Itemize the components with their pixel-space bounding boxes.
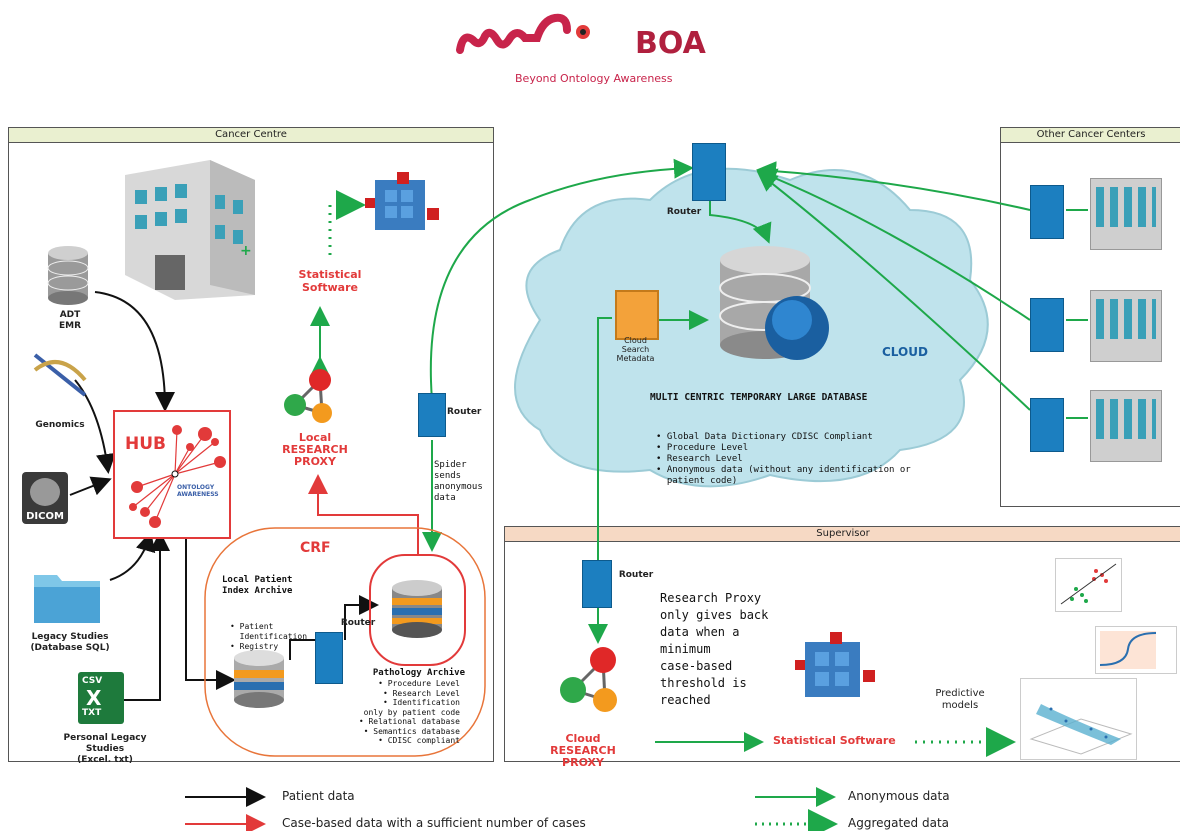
- other-hospital-icon-2: [1090, 290, 1162, 362]
- crf-router-icon: [315, 632, 343, 684]
- legacy-studies-label: Legacy Studies(Database SQL): [30, 632, 110, 653]
- dicom-icon: DICOM: [22, 472, 68, 524]
- folder-icon: [34, 575, 100, 623]
- pathology-database-icon: [392, 580, 442, 638]
- router-label: Router: [447, 407, 482, 417]
- crf-boundary: [204, 527, 486, 757]
- research-proxy-icon: [284, 369, 332, 423]
- pathology-items: • Procedure Level• Research Level• Ident…: [358, 679, 460, 745]
- cloud-router-icon: [692, 143, 726, 201]
- router-icon: [418, 393, 446, 437]
- supervisor-data-cube-icon: [795, 632, 875, 697]
- supervisor-stat-software: Statistical Software: [773, 734, 896, 747]
- brand-tagline: Beyond Ontology Awareness: [515, 72, 673, 85]
- hospital-building-icon: +: [125, 160, 255, 300]
- regression-3d-thumbnail: [1020, 678, 1137, 760]
- brand-title: BOA: [635, 26, 706, 61]
- supervisor-router-icon: [582, 560, 612, 608]
- cloud-label: CLOUD: [882, 345, 928, 359]
- other-hospital-icon-3: [1090, 390, 1162, 462]
- crf-router-label: Router: [340, 618, 376, 628]
- metadata-icon: [615, 290, 659, 340]
- legend-anonymous-data: Anonymous data: [848, 789, 950, 803]
- boa-logo: BOA Beyond Ontology Awareness: [455, 8, 706, 88]
- other-router-icon-2: [1030, 298, 1064, 352]
- other-router-icon-1: [1030, 185, 1064, 239]
- database-icon: [47, 246, 89, 305]
- hub-label: HUB: [125, 434, 166, 454]
- cloud-router-label: Router: [666, 207, 702, 217]
- genomics-label: Genomics: [35, 420, 85, 430]
- hub-network-icon: [129, 425, 226, 528]
- dna-helix-icon: [33, 353, 87, 397]
- other-router-icon-3: [1030, 398, 1064, 452]
- scatter-model-thumbnail: [1055, 558, 1122, 612]
- db-items: • Global Data Dictionary CDISC Compliant…: [656, 432, 911, 486]
- other-centers-title: Other Cancer Centers: [1001, 128, 1180, 143]
- dicom-label: DICOM: [26, 511, 64, 522]
- pathology-title: Pathology Archive: [372, 668, 465, 678]
- cancer-centre-title: Cancer Centre: [9, 128, 493, 143]
- svg-text:+: +: [240, 243, 252, 259]
- data-cube-icon: [365, 172, 439, 230]
- supervisor-router-label: Router: [618, 570, 654, 580]
- legend-patient-data: Patient data: [282, 789, 355, 803]
- pathology-ring: [369, 554, 466, 666]
- crf-title: CRF: [300, 540, 331, 556]
- snake-logo-icon: [456, 13, 590, 54]
- personal-studies-label: Personal Legacy Studies(Excel. txt): [63, 733, 147, 765]
- supervisor-title: Supervisor: [505, 527, 1180, 542]
- cloud-database-icon: [719, 246, 829, 360]
- logistic-model-thumbnail: [1095, 626, 1177, 674]
- cloud-proxy-icon: [560, 647, 617, 712]
- excel-icon: CSV X TXT: [78, 672, 124, 724]
- legend-case-based-data: Case-based data with a sufficient number…: [282, 816, 586, 830]
- patient-index-database-icon: [234, 650, 284, 708]
- db-title: MULTI CENTRIC TEMPORARY LARGE DATABASE: [650, 392, 868, 403]
- legend-aggregated-data: Aggregated data: [848, 816, 950, 830]
- other-hospital-icon-1: [1090, 178, 1162, 250]
